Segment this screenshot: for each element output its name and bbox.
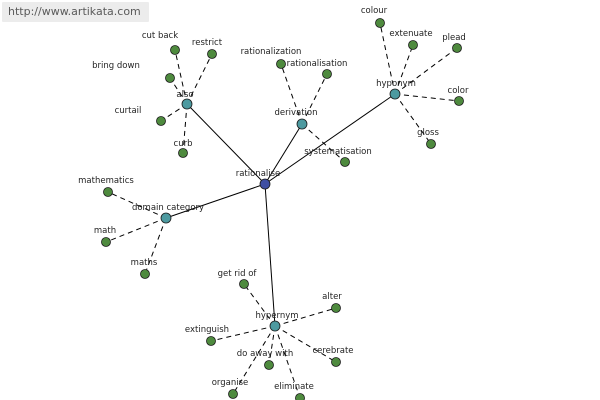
label-organise: organise — [212, 378, 249, 388]
label-cerebrate: cerebrate — [312, 346, 353, 356]
node-alter[interactable] — [331, 303, 341, 313]
node-relation-derivation[interactable] — [296, 118, 308, 130]
edge-hyponym-color — [394, 93, 460, 102]
edge-hypernym-extinguish — [210, 325, 276, 342]
label-maths: maths — [131, 258, 158, 268]
node-colour[interactable] — [375, 18, 385, 28]
label-math: math — [94, 226, 116, 236]
label-restrict: restrict — [192, 38, 223, 48]
node-maths[interactable] — [140, 269, 150, 279]
edge-also-restrict — [186, 53, 213, 105]
node-do-away-with[interactable] — [264, 360, 274, 370]
edge-also-cut-back — [174, 49, 188, 105]
node-eliminate[interactable] — [295, 393, 305, 400]
edge-hyponym-colour — [379, 22, 396, 95]
node-cerebrate[interactable] — [331, 357, 341, 367]
node-rationalization[interactable] — [276, 59, 286, 69]
node-curb[interactable] — [178, 148, 188, 158]
node-mathematics[interactable] — [103, 187, 113, 197]
edge-hypernym-cerebrate — [274, 325, 337, 363]
node-curtail[interactable] — [156, 116, 166, 126]
label-relation-derivation: derivation — [274, 108, 317, 118]
label-do-away-with: do away with — [237, 349, 293, 359]
label-center-rationalise: rationalise — [236, 169, 281, 179]
label-relation-hypernym: hypernym — [255, 311, 298, 321]
edge-domain-category-maths — [144, 217, 167, 275]
label-colour: colour — [361, 6, 388, 16]
node-center-rationalise[interactable] — [259, 178, 271, 190]
label-eliminate: eliminate — [274, 382, 314, 392]
edge-hyponym-plead — [394, 47, 458, 95]
label-cut-back: cut back — [142, 31, 178, 41]
labels-layer: cut back restrict bring down curtail curb rat… — [78, 6, 469, 392]
edge-also — [186, 103, 266, 185]
edges-layer — [105, 22, 460, 399]
label-relation-hyponym: hyponym — [376, 79, 416, 89]
node-extinguish[interactable] — [206, 336, 216, 346]
label-gloss: gloss — [417, 128, 439, 138]
label-alter: alter — [322, 292, 342, 302]
edge-domain-category — [165, 183, 266, 219]
label-rationalization: rationalization — [241, 47, 302, 57]
node-restrict[interactable] — [207, 49, 217, 59]
edge-hypernym — [264, 183, 276, 327]
edge-domain-category-math — [105, 217, 167, 243]
label-extinguish: extinguish — [185, 325, 229, 335]
edge-hyponym-gloss — [394, 93, 432, 145]
node-bring-down[interactable] — [165, 73, 175, 83]
node-relation-hyponym[interactable] — [389, 88, 401, 100]
node-get-rid-of[interactable] — [239, 279, 249, 289]
label-relation-also: also — [176, 90, 193, 100]
edge-also-curb — [182, 103, 188, 154]
edge-hypernym-do-away-with — [268, 325, 276, 366]
node-rationalisation[interactable] — [322, 69, 332, 79]
node-relation-also[interactable] — [181, 98, 193, 110]
node-extenuate[interactable] — [408, 40, 418, 50]
label-plead: plead — [442, 33, 466, 43]
edge-derivation-rationalization — [280, 63, 303, 125]
label-color: color — [448, 86, 469, 96]
label-bring-down: bring down — [92, 61, 140, 71]
nodes-layer — [101, 18, 464, 400]
edge-domain-category-mathematics — [107, 191, 167, 219]
label-curb: curb — [174, 139, 193, 149]
watermark-url: http://www.artikata.com — [2, 2, 149, 22]
edge-hypernym-eliminate — [274, 325, 301, 399]
label-get-rid-of: get rid of — [218, 269, 258, 279]
node-systematisation[interactable] — [340, 157, 350, 167]
label-rationalisation: rationalisation — [287, 59, 348, 69]
label-systematisation: systematisation — [304, 147, 372, 157]
label-relation-domain-category: domain category — [132, 203, 204, 213]
node-gloss[interactable] — [426, 139, 436, 149]
label-mathematics: mathematics — [78, 176, 134, 186]
label-extenuate: extenuate — [389, 29, 432, 39]
edge-derivation — [264, 123, 303, 185]
node-plead[interactable] — [452, 43, 462, 53]
node-organise[interactable] — [228, 389, 238, 399]
edge-hypernym-organise — [232, 325, 276, 395]
label-curtail: curtail — [115, 106, 142, 116]
node-relation-hypernym[interactable] — [269, 320, 281, 332]
edge-hyponym — [264, 93, 396, 185]
edge-hypernym-alter — [274, 307, 337, 327]
edge-derivation-rationalisation — [301, 73, 328, 125]
node-color[interactable] — [454, 96, 464, 106]
node-math[interactable] — [101, 237, 111, 247]
node-relation-domain-category[interactable] — [160, 212, 172, 224]
node-cut-back[interactable] — [170, 45, 180, 55]
